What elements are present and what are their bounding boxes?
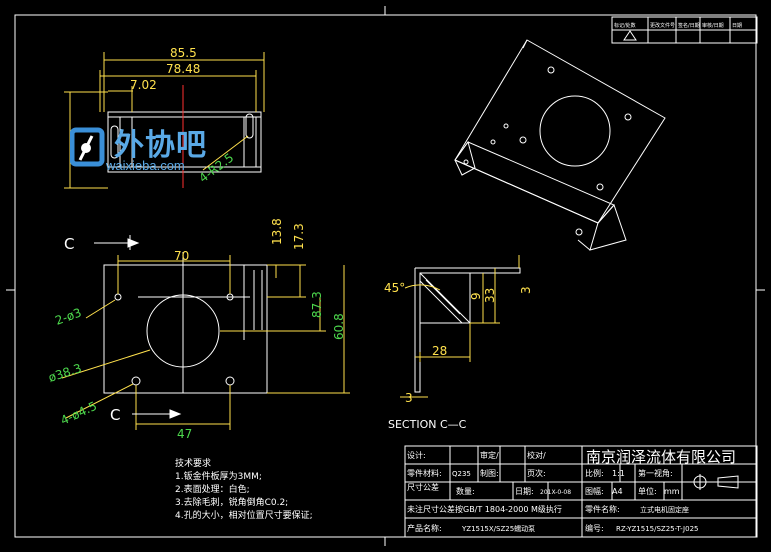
dim-phi38-3: ø38.3 (47, 361, 84, 385)
dim-33: 33 (483, 288, 497, 303)
rev-col-3: 签名/日期 (678, 22, 700, 29)
note-item: 3.去除毛刺，锐角倒角C0.2; (175, 498, 289, 508)
technical-notes: 技术要求 1.钣金件板厚为3MM; 2.表面处理：白色; 3.去除毛刺，锐角倒角… (175, 458, 313, 523)
rev-col-2: 更改文件号 (650, 22, 675, 29)
rev-col-5: 日期 (732, 23, 742, 29)
tb-product-label: 产品名称: (407, 523, 442, 533)
tb-code-label: 编号: (585, 523, 604, 533)
dim-78-48: 78.48 (166, 62, 200, 76)
tb-date: 201X-0-08 (540, 489, 571, 496)
watermark-icon (70, 127, 105, 167)
dim-28: 28 (432, 344, 447, 358)
tb-part-name-label: 零件名称: (585, 504, 620, 514)
dim-60-8: 60.8 (332, 313, 346, 340)
dim-2-phi3: 2-ø3 (53, 305, 83, 327)
note-item: 1.钣金件板厚为3MM; (175, 472, 262, 482)
tb-tol-label: 尺寸公差 (407, 482, 439, 492)
tb-scale-label: 比例: (585, 468, 604, 478)
tb-qty-label: 数量: (456, 486, 475, 496)
section-arrows (94, 235, 182, 419)
tb-scale: 1:1 (612, 469, 625, 478)
dim-70: 70 (174, 249, 189, 263)
section-view-dims (400, 255, 520, 398)
dim-3a: 3 (519, 286, 533, 294)
notes-title: 技术要求 (175, 459, 212, 469)
front-view (103, 252, 268, 394)
tb-code: RZ-YZ1515/SZ25-T-J025 (616, 525, 698, 533)
tb-design: 设计: (407, 450, 426, 460)
dim-13-8: 13.8 (270, 218, 284, 245)
tb-company: 南京润泽流体有限公司 (586, 448, 736, 466)
isometric-view (454, 39, 666, 251)
tb-product: YZ1515X/SZ25蠕动泵 (461, 524, 535, 533)
top-view-dims (64, 52, 265, 189)
dim-85-5: 85.5 (170, 46, 197, 60)
dim-45deg: 45° (384, 281, 405, 295)
rev-col-4: 审核/日期 (702, 22, 724, 29)
tb-proof: 校对/ (527, 450, 546, 460)
section-label: SECTION C—C (388, 418, 467, 431)
tb-tol-note: 未注尺寸公差按GB/T 1804-2000 M级执行 (407, 504, 562, 514)
watermark-cn: 外协吧 (114, 128, 207, 163)
section-c-top: C (64, 235, 74, 253)
dim-4-phi4-5: 4-ø4.5 (58, 399, 99, 428)
tb-part-name: 立式电机固定座 (640, 505, 689, 514)
front-view-dims (61, 255, 350, 430)
tb-sheet-label: 图幅: (585, 486, 604, 496)
tb-material-label: 零件材料: (407, 468, 442, 478)
watermark-en: waixieba.com (106, 158, 185, 173)
tb-drawn: 制图: (480, 468, 499, 478)
dim-7-02: 7.02 (130, 78, 157, 92)
watermark-logo: 外协吧 waixieba.com (70, 120, 220, 180)
tb-date-label: 日期: (515, 487, 534, 496)
tb-pages: 页次: (527, 468, 546, 478)
dim-17-3: 17.3 (292, 223, 306, 250)
dim-87-3: 87.3 (310, 291, 324, 318)
tb-unit-label: 单位: (638, 486, 657, 496)
tb-view-label: 第一视角: (638, 468, 673, 478)
note-item: 2.表面处理：白色; (175, 485, 250, 495)
revision-block (611, 16, 758, 44)
tb-unit: mm (664, 487, 680, 496)
top-view (107, 111, 262, 173)
tb-check: 审定/ (480, 450, 499, 460)
title-block (404, 445, 758, 538)
dim-3b: 3 (405, 391, 413, 405)
note-item: 4.孔的大小，相对位置尺寸要保证; (175, 511, 313, 521)
tb-sheet: A4 (612, 487, 623, 496)
dim-47: 47 (177, 427, 192, 441)
section-c-bottom: C (110, 406, 120, 424)
dim-9: 9 (469, 292, 483, 300)
rev-col-1: 标记/处数 (614, 22, 636, 29)
tb-material: Q235 (452, 470, 471, 478)
